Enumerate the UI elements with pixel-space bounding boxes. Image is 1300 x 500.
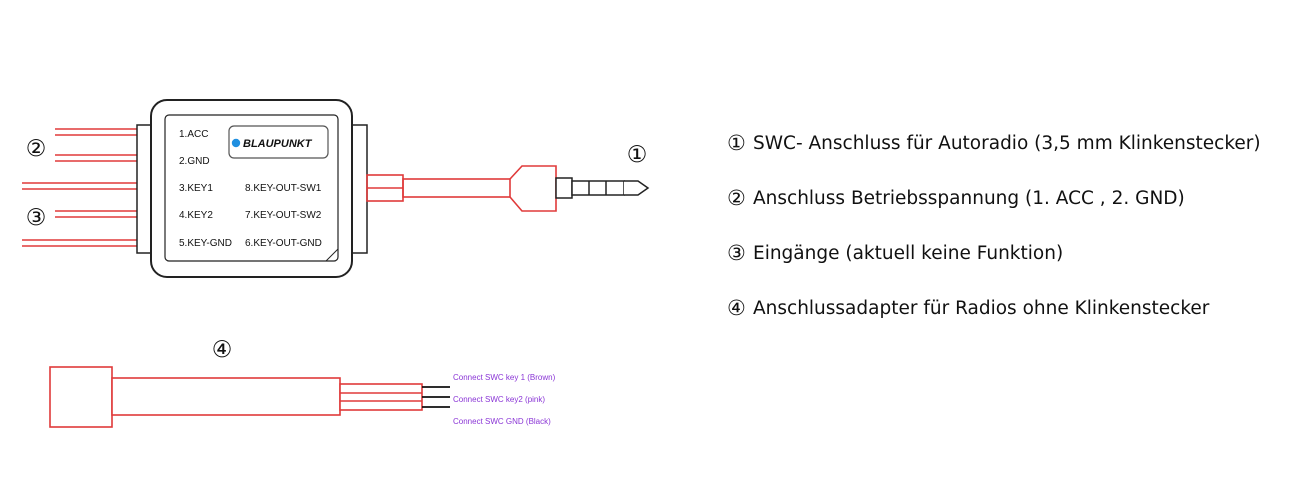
legend-list: ① SWC- Anschluss für Autoradio (3,5 mm K… xyxy=(727,132,1261,352)
legend-item: ④ Anschlussadapter für Radios ohne Klink… xyxy=(727,297,1261,319)
pin-label: 7.KEY-OUT-SW2 xyxy=(245,210,322,221)
adapter-label: Connect SWC key2 (pink) xyxy=(453,395,545,404)
pin-label: 1.ACC xyxy=(179,129,208,140)
callout-2: ② xyxy=(26,136,47,162)
legend-text: Eingänge (aktuell keine Funktion) xyxy=(753,242,1064,264)
adapter-label: Connect SWC key 1 (Brown) xyxy=(453,373,556,382)
legend-text: SWC- Anschluss für Autoradio (3,5 mm Kli… xyxy=(753,132,1261,154)
pin-label: 6.KEY-OUT-GND xyxy=(245,238,322,249)
pin-label: 4.KEY2 xyxy=(179,210,213,221)
pin-label: 2.GND xyxy=(179,156,210,167)
legend-number: ① xyxy=(727,131,746,155)
legend-item: ② Anschluss Betriebsspannung (1. ACC , 2… xyxy=(727,187,1261,209)
callout-3: ③ xyxy=(26,205,47,231)
logo-box xyxy=(228,125,329,159)
logo-dot-icon xyxy=(231,138,241,148)
legend-item: ③ Eingänge (aktuell keine Funktion) xyxy=(727,242,1261,264)
pin-label: 8.KEY-OUT-SW1 xyxy=(245,183,322,194)
legend-text: Anschlussadapter für Radios ohne Klinken… xyxy=(753,297,1210,319)
legend-number: ④ xyxy=(727,296,746,320)
pin-label: 5.KEY-GND xyxy=(179,238,232,249)
swc-module: BLAUPUNKT 1.ACC 2.GND 3.KEY1 4.KEY2 5.KE… xyxy=(136,99,368,278)
wiring-diagram: BLAUPUNKT 1.ACC 2.GND 3.KEY1 4.KEY2 5.KE… xyxy=(22,99,650,428)
adapter-cable: Connect SWC key 1 (Brown) Connect SWC ke… xyxy=(49,366,556,428)
adapter-label: Connect SWC GND (Black) xyxy=(453,417,551,426)
legend-item: ① SWC- Anschluss für Autoradio (3,5 mm K… xyxy=(727,132,1261,154)
legend-text: Anschluss Betriebsspannung (1. ACC , 2. … xyxy=(753,187,1185,209)
pin-label: 3.KEY1 xyxy=(179,183,213,194)
callout-4: ④ xyxy=(212,337,233,363)
jack-cable xyxy=(366,165,557,212)
legend-number: ③ xyxy=(727,241,746,265)
audio-jack-icon xyxy=(555,177,650,199)
left-wires xyxy=(22,128,138,247)
legend-number: ② xyxy=(727,186,746,210)
callout-1: ① xyxy=(627,142,648,168)
logo-text: BLAUPUNKT xyxy=(243,138,313,150)
